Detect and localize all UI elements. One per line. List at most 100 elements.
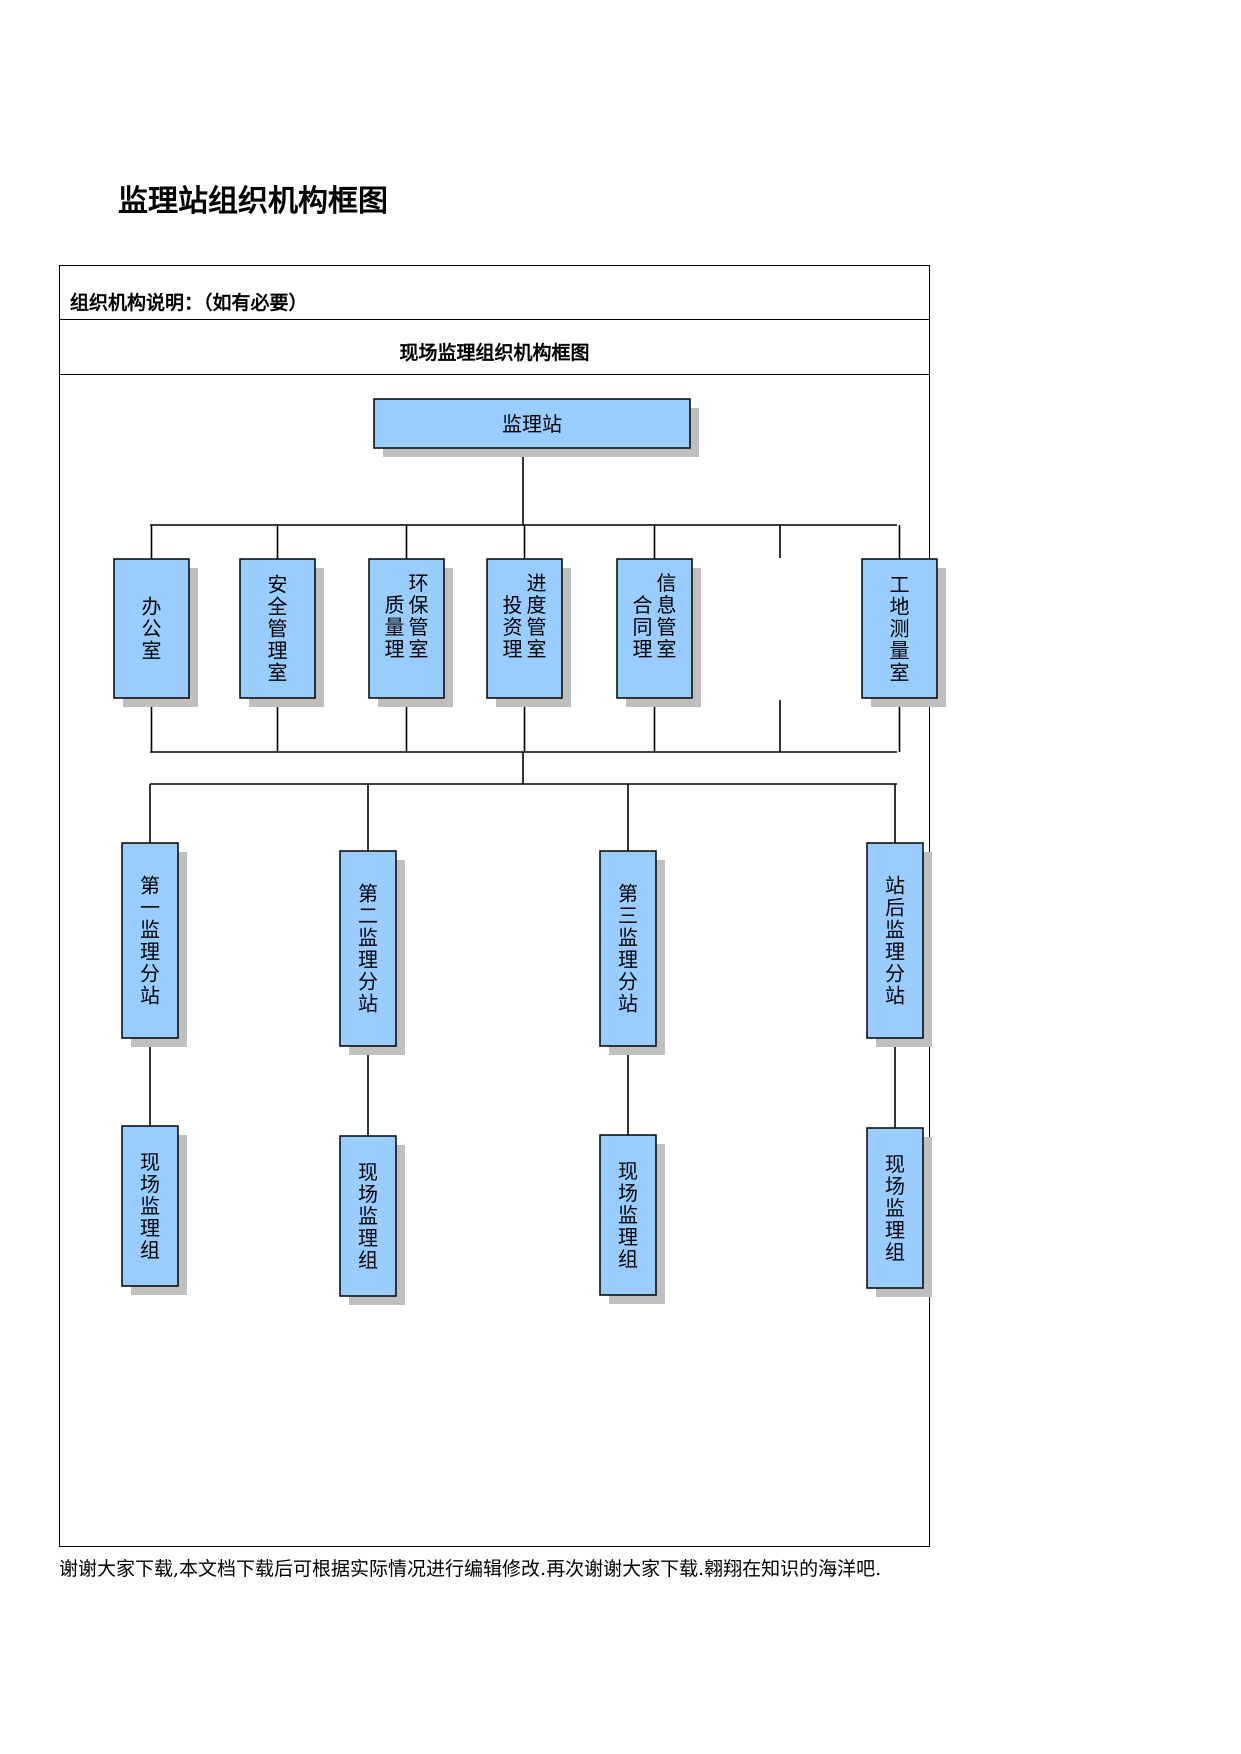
field-group-box-1: 现场监理组	[121, 1125, 187, 1295]
substation-box-1-rect	[121, 842, 179, 1039]
substation-box-4-rect	[866, 842, 924, 1039]
department-box-2-label-char: 管	[268, 617, 288, 641]
field-group-box-1-label-char: 理	[140, 1216, 160, 1240]
field-group-box-1-label-char: 组	[140, 1238, 160, 1262]
department-box-5-label-left-char: 同	[633, 615, 653, 639]
substation-box-3-rect	[599, 850, 657, 1047]
substation-box-4-label-char: 监	[885, 918, 905, 942]
org-note: 组织机构说明：（如有必要）	[70, 292, 308, 314]
substation-box-4-label-char: 站	[885, 874, 905, 898]
diagram-frame: 组织机构说明：（如有必要） 现场监理组织机构框图	[59, 265, 930, 1547]
field-group-box-2: 现场监理组	[339, 1135, 405, 1305]
field-group-box-4-label-char: 现	[885, 1152, 905, 1176]
department-box-2-label-char: 安	[268, 573, 288, 597]
field-group-box-3-label-char: 组	[618, 1247, 638, 1271]
root-box: 监理站	[373, 398, 699, 457]
department-box-3-label-left-char: 量	[385, 615, 405, 639]
substation-box-3-label-char: 理	[618, 948, 638, 972]
department-box-4-label-right-char: 度	[527, 593, 547, 617]
field-group-box-3: 现场监理组	[599, 1134, 665, 1304]
substation-box-2-label-char: 监	[358, 926, 378, 950]
department-box-2-label-char: 室	[268, 661, 288, 685]
substation-box-1-label-char: 一	[140, 896, 160, 920]
org-note-row: 组织机构说明：（如有必要）	[60, 266, 929, 320]
department-box-4-label-left-char: 理	[503, 637, 523, 661]
department-box-2-label-char: 全	[268, 595, 288, 619]
department-box-6-label-char: 量	[890, 639, 910, 663]
field-group-box-3-label-char: 现	[618, 1159, 638, 1183]
department-box-1-label-char: 办	[142, 595, 162, 619]
department-box-1-label-char: 室	[142, 639, 162, 663]
org-boxes: 监理站办公室安全管理室环保管室质量理进度管室投资理信息管室合同理工地测量室第一监…	[113, 398, 946, 1305]
department-box-2-rect	[239, 558, 316, 699]
department-box-6-label-char: 地	[890, 595, 910, 619]
field-group-box-1-label-char: 场	[140, 1172, 160, 1196]
field-group-box-2-label-char: 场	[358, 1182, 378, 1206]
field-group-box-4-label-char: 场	[885, 1174, 905, 1198]
department-box-5-label-right-char: 管	[657, 615, 677, 639]
field-group-box-1-label-char: 监	[140, 1194, 160, 1218]
department-box-3-label-right-char: 室	[409, 637, 429, 661]
field-group-box-4-rect	[866, 1127, 924, 1289]
department-box-1-rect	[113, 558, 190, 699]
substation-box-3-label-char: 第	[618, 882, 638, 906]
substation-box-3-label-char: 监	[618, 926, 638, 950]
department-box-5-label-right-char: 室	[657, 637, 677, 661]
field-group-box-3-rect	[599, 1134, 657, 1296]
department-box-3-label-right-char: 保	[409, 593, 429, 617]
substation-box-1-label-char: 监	[140, 918, 160, 942]
department-box-4-rect	[486, 558, 563, 699]
substation-box-1-label-char: 分	[140, 962, 160, 986]
department-box-2-label-char: 理	[268, 639, 288, 663]
department-box-4-label-left-char: 投	[503, 593, 523, 617]
chart-title: 现场监理组织机构框图	[399, 342, 590, 364]
field-group-box-3-label-char: 监	[618, 1203, 638, 1227]
department-box-5-rect	[616, 558, 693, 699]
field-group-box-1-label-char: 现	[140, 1150, 160, 1174]
connector-lines	[149, 453, 901, 1136]
substation-box-2-label-char: 分	[358, 970, 378, 994]
substation-box-1-label-char: 理	[140, 940, 160, 964]
substation-box-3-label-char: 三	[618, 904, 638, 928]
substation-box-4-label-char: 后	[885, 896, 905, 920]
field-group-box-3-label-char: 场	[618, 1181, 638, 1205]
substation-box-1-label-char: 站	[140, 984, 160, 1008]
department-box-5-label-right-char: 息	[657, 593, 677, 617]
footer-note: 谢谢大家下载,本文档下载后可根据实际情况进行编辑修改.再次谢谢大家下载.翱翔在知…	[59, 1558, 882, 1580]
field-group-box-4-label-char: 监	[885, 1196, 905, 1220]
field-group-box-2-label-char: 组	[358, 1248, 378, 1272]
department-box-4-label-right-char: 室	[527, 637, 547, 661]
department-box-4-label-left-char: 资	[503, 615, 523, 639]
department-box-4-label-right-char: 管	[527, 615, 547, 639]
substation-box-3-label-char: 站	[618, 992, 638, 1016]
field-group-box-4-label-char: 组	[885, 1240, 905, 1264]
field-group-box-4: 现场监理组	[866, 1127, 932, 1297]
department-box-4-label-right-char: 进	[527, 571, 547, 595]
root-box-rect	[373, 398, 691, 449]
field-group-box-2-label-char: 现	[358, 1160, 378, 1184]
substation-box-2-label-char: 二	[358, 904, 378, 928]
field-group-box-4-label-char: 理	[885, 1218, 905, 1242]
field-group-box-2-rect	[339, 1135, 397, 1297]
field-group-box-3-label-char: 理	[618, 1225, 638, 1249]
substation-box-2-label-char: 第	[358, 882, 378, 906]
department-box-5-label-right-char: 信	[657, 571, 677, 595]
department-box-6-label-char: 测	[890, 617, 910, 641]
department-box-5-label-left-char: 理	[633, 637, 653, 661]
department-box-5-label-left-char: 合	[633, 593, 653, 617]
department-box-3-label-left-char: 质	[385, 593, 405, 617]
department-box-3-label-left-char: 理	[385, 637, 405, 661]
substation-box-2-label-char: 理	[358, 948, 378, 972]
substation-box-4-label-char: 理	[885, 940, 905, 964]
department-box-6-label-char: 室	[890, 661, 910, 685]
